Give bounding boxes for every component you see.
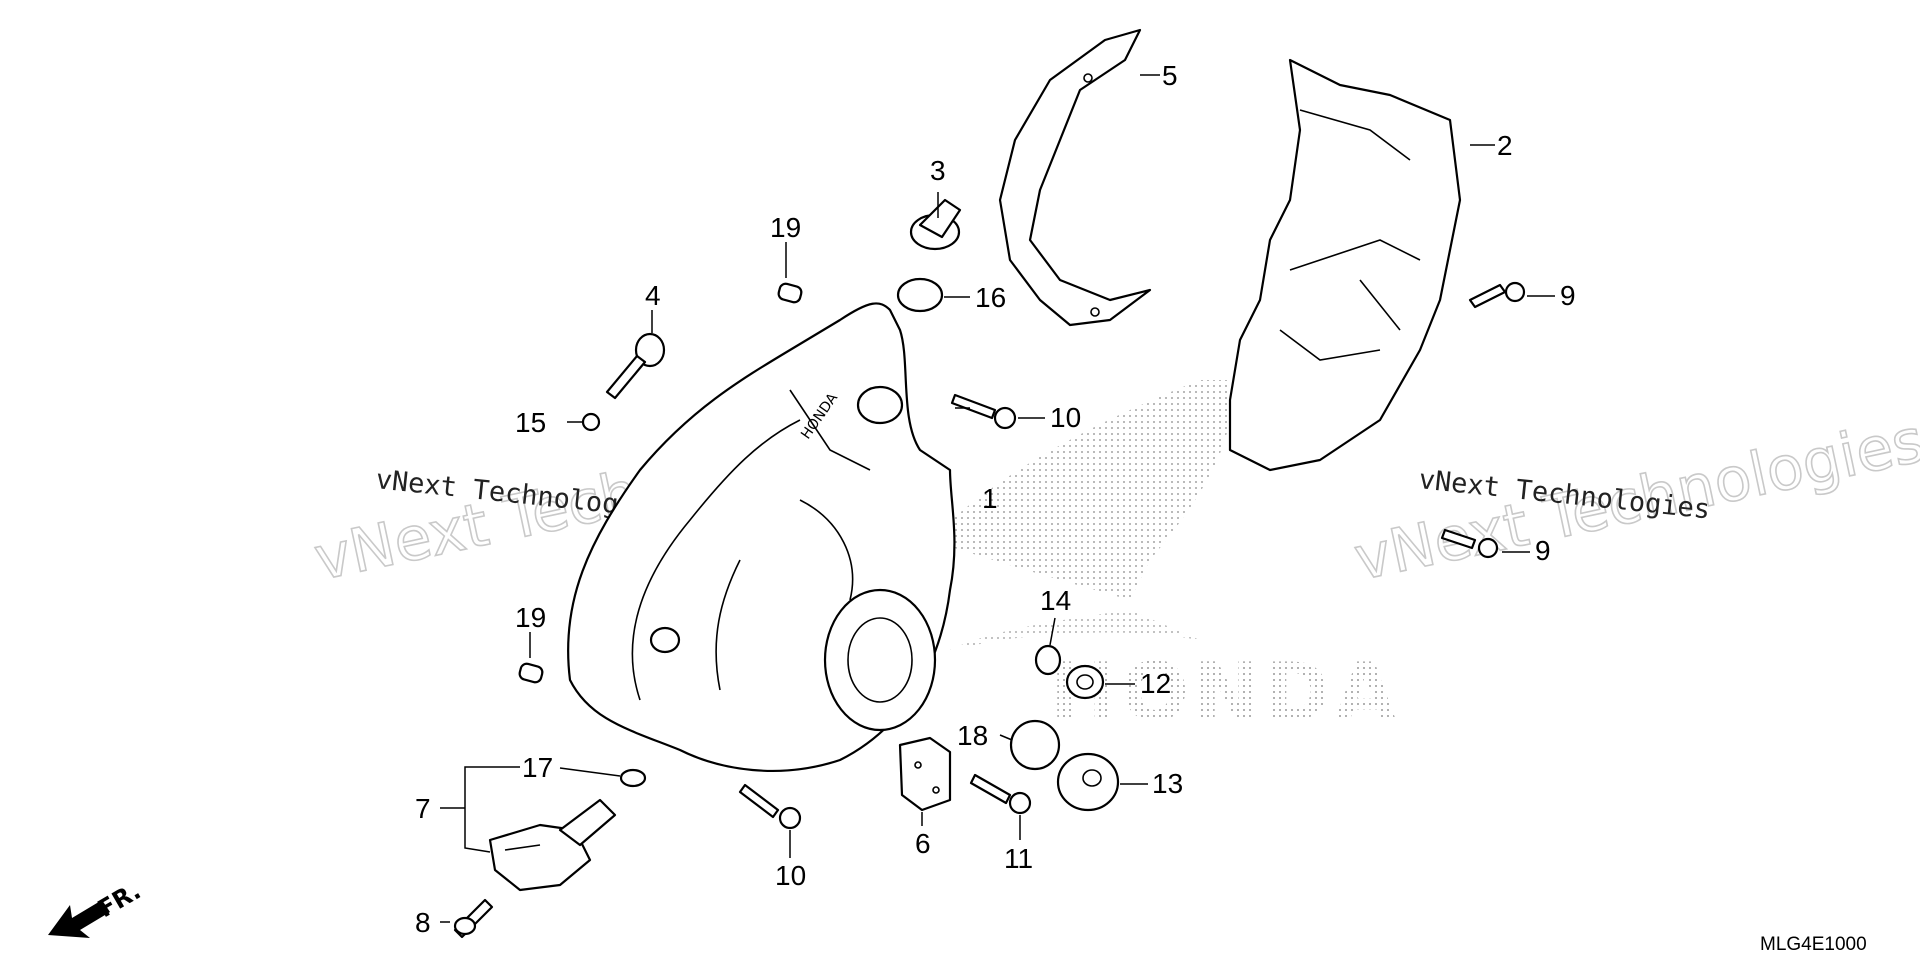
part-11-bolt[interactable]: [969, 773, 1032, 815]
callout-14[interactable]: 14: [1040, 585, 1071, 616]
part-15-washer[interactable]: [581, 412, 601, 432]
callout-7[interactable]: 7: [415, 793, 431, 824]
diagram-code: MLG4E1000: [1760, 934, 1867, 955]
part-14-o-ring[interactable]: [1034, 644, 1062, 676]
front-direction-indicator: FR.: [48, 877, 145, 938]
callout-11[interactable]: 11: [1004, 843, 1033, 874]
part-2-sprocket-cover[interactable]: [1228, 58, 1462, 472]
part-18-o-ring[interactable]: [1009, 719, 1061, 771]
callout-15[interactable]: 15: [515, 407, 546, 438]
callout-1[interactable]: 1: [982, 483, 998, 514]
callout-10-upper[interactable]: 10: [1050, 402, 1081, 433]
callout-13[interactable]: 13: [1152, 768, 1183, 799]
part-10-bolt-upper[interactable]: [950, 393, 1017, 430]
callout-5[interactable]: 5: [1162, 60, 1178, 91]
part-9-bolt-lower[interactable]: [1440, 528, 1499, 559]
part-13-cap[interactable]: [1056, 752, 1120, 812]
callout-19-upper[interactable]: 19: [770, 212, 801, 243]
part-8-bolt[interactable]: [453, 898, 494, 939]
part-3-oil-filler-cap[interactable]: [909, 198, 962, 251]
callout-8[interactable]: 8: [415, 907, 431, 938]
callout-4[interactable]: 4: [645, 280, 661, 311]
part-12-plug[interactable]: [1065, 664, 1105, 700]
callout-labels: 1 2 3 4 5 6 7 8 9 9 10 10 11 12 13 14 15…: [415, 60, 1576, 938]
part-4-plug-bolt[interactable]: [605, 332, 666, 400]
part-1-left-crankcase-cover[interactable]: HONDA: [566, 302, 956, 773]
callout-2[interactable]: 2: [1497, 130, 1513, 161]
front-arrow-icon: [48, 900, 110, 938]
part-10-bolt-lower[interactable]: [738, 783, 802, 830]
callout-10-lower[interactable]: 10: [775, 860, 806, 891]
honda-logo-text: HONDA: [1050, 646, 1400, 739]
part-17-o-ring[interactable]: [619, 768, 647, 788]
part-16-o-ring[interactable]: [896, 277, 944, 313]
part-5-bracket[interactable]: [998, 28, 1152, 327]
part-6-plate[interactable]: [898, 736, 952, 812]
callout-9-lower[interactable]: 9: [1535, 535, 1551, 566]
part-19-dowel-pin-lower[interactable]: [518, 662, 544, 684]
callout-6[interactable]: 6: [915, 828, 931, 859]
callout-16[interactable]: 16: [975, 282, 1006, 313]
part-19-dowel-pin-upper[interactable]: [777, 282, 803, 304]
callout-3[interactable]: 3: [930, 155, 946, 186]
callout-17[interactable]: 17: [522, 752, 553, 783]
honda-wing-logo-background: HONDA: [930, 380, 1400, 739]
leader-lines: [440, 74, 1555, 923]
callout-12[interactable]: 12: [1140, 668, 1171, 699]
callout-9-upper[interactable]: 9: [1560, 280, 1576, 311]
part-9-bolt-upper[interactable]: [1468, 281, 1526, 309]
callout-19-lower[interactable]: 19: [515, 602, 546, 633]
part-7-sensor-assembly[interactable]: [488, 798, 617, 892]
callout-18[interactable]: 18: [957, 720, 988, 751]
